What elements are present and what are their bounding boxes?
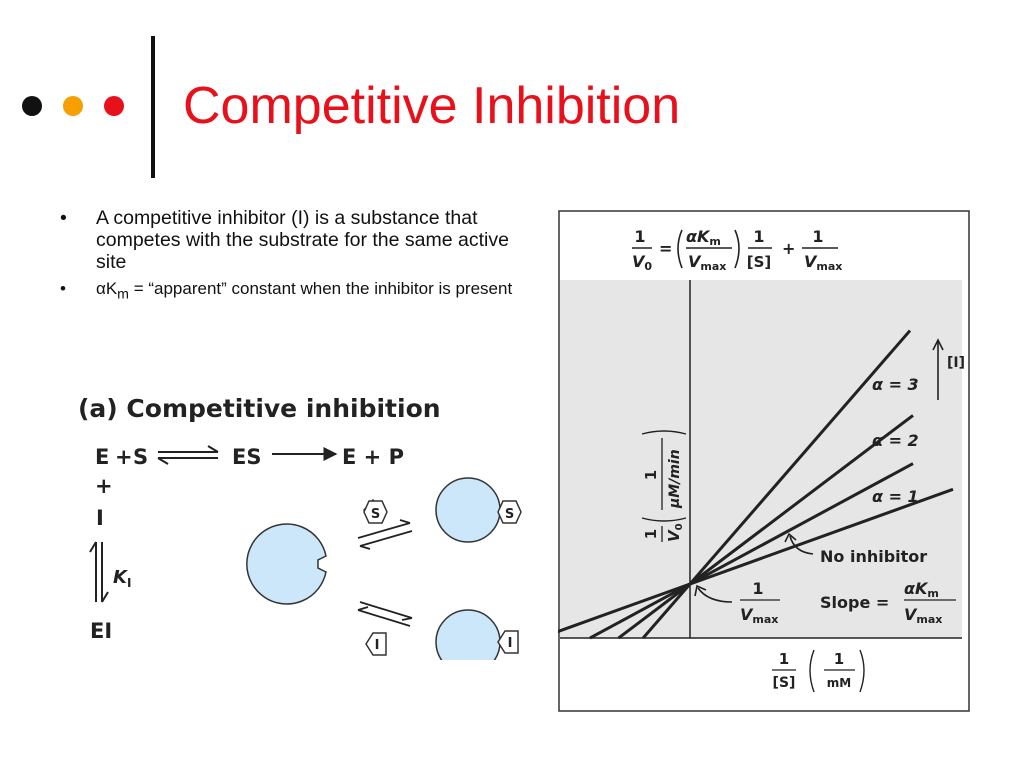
- svg-text:V0: V0: [665, 523, 685, 542]
- svg-text:1: 1: [779, 650, 789, 668]
- inhibitor-token-icon: I: [365, 632, 387, 656]
- bullet-subscript: m: [117, 286, 129, 303]
- red-dot-icon: [104, 96, 124, 116]
- enzyme-inhibitor-icon: [435, 609, 501, 660]
- svg-text:V0: V0: [632, 252, 652, 273]
- eq-plus-inhibitor: +: [95, 474, 113, 498]
- inhibitor-conc-label: [I]: [947, 355, 965, 371]
- x-axis-label: 1 [S] 1 mM: [772, 649, 865, 693]
- y-axis-label: 1 V0 1 μM/min: [641, 430, 687, 542]
- bullet-item: • αKm = “apparent” constant when the inh…: [60, 279, 520, 304]
- eq-plus: +: [115, 445, 133, 469]
- slope-label: Slope =: [820, 593, 889, 612]
- eq-es-complex: ES: [232, 445, 261, 469]
- lineweaver-burk-equation: 1 V0 = αKm Vmax 1 [S] + 1 Vmax: [632, 227, 842, 273]
- svg-text:I: I: [375, 638, 380, 653]
- svg-text:Vmax: Vmax: [740, 605, 778, 626]
- svg-text:αKm: αKm: [904, 579, 939, 600]
- bullet-list: • A competitive inhibitor (I) is a subst…: [60, 207, 520, 310]
- series-line-alpha-1: [589, 462, 914, 640]
- black-dot-icon: [22, 96, 42, 116]
- ki-label: KI: [113, 567, 131, 590]
- intercept-label: 1 Vmax: [740, 579, 780, 626]
- slide-title: Competitive Inhibition: [183, 77, 681, 135]
- bullet-text: = “apparent” constant when the inhibitor…: [128, 279, 513, 298]
- series-line-alpha-3: [641, 329, 912, 639]
- binding-arrows-inhibitor: [357, 601, 413, 627]
- svg-text:Vmax: Vmax: [688, 252, 726, 273]
- plot-area: [560, 280, 962, 638]
- eq-products: E + P: [342, 445, 404, 469]
- lineweaver-burk-plot: 1 V0 = αKm Vmax 1 [S] + 1 Vmax 1 V0 1 μM…: [558, 210, 970, 712]
- svg-text:1: 1: [634, 227, 645, 246]
- svg-text:1: 1: [753, 227, 764, 246]
- series-line-alpha-2: [617, 414, 914, 640]
- enzyme-substrate-icon: [435, 477, 501, 543]
- svg-text:1: 1: [834, 650, 844, 668]
- series-labels: α = 3 α = 2 α = 1 No inhibitor Slope = […: [820, 355, 965, 612]
- svg-text:μM/min: μM/min: [667, 449, 683, 509]
- orange-dot-icon: [63, 96, 83, 116]
- eq-inhibitor: I: [96, 506, 104, 530]
- bullet-prefix: αK: [96, 279, 118, 298]
- svg-text:mM: mM: [827, 676, 851, 690]
- intercept-pointer-icon: [697, 587, 733, 603]
- alpha-2-label: α = 2: [872, 431, 919, 450]
- enzyme-icon: [246, 523, 327, 605]
- bullet-marker: •: [60, 207, 67, 229]
- bound-inhibitor-icon: I: [497, 630, 519, 654]
- eq-ei-complex: EI: [90, 619, 112, 643]
- competitive-inhibition-diagram: E + S ES E + P + I EI KI S S: [89, 445, 522, 660]
- no-inhibitor-pointer-icon: [789, 535, 814, 555]
- svg-text:Vmax: Vmax: [904, 605, 942, 626]
- bullet-text: A competitive inhibitor (I) is a substan…: [96, 207, 509, 273]
- svg-text:1: 1: [642, 529, 660, 539]
- panel-a-title: (a) Competitive inhibition: [78, 394, 441, 423]
- title-divider: [151, 36, 155, 178]
- eq-enzyme: E: [95, 445, 109, 469]
- svg-text:[S]: [S]: [747, 253, 772, 271]
- bound-substrate-icon: S: [497, 500, 522, 524]
- equilibrium-arrows: [157, 445, 219, 465]
- svg-text:1: 1: [642, 470, 660, 480]
- alpha-1-label: α = 1: [872, 487, 919, 506]
- slope-fraction: αKm Vmax: [904, 579, 956, 626]
- svg-text:[S]: [S]: [773, 675, 796, 691]
- svg-text:S: S: [371, 507, 380, 522]
- svg-text:1: 1: [812, 227, 823, 246]
- svg-text:I: I: [508, 636, 513, 651]
- alpha-3-label: α = 3: [872, 375, 919, 394]
- bullet-marker: •: [60, 279, 66, 298]
- svg-text:+: +: [782, 239, 795, 258]
- series-lines: [558, 329, 954, 640]
- svg-text:S: S: [505, 507, 514, 522]
- binding-arrows-substrate: [357, 519, 413, 550]
- svg-text:αKm: αKm: [686, 227, 721, 248]
- no-inhibitor-label: No inhibitor: [820, 547, 927, 566]
- inhibitor-increase-arrow-icon: [932, 338, 944, 400]
- svg-text:=: =: [659, 239, 672, 258]
- bullet-item: • A competitive inhibitor (I) is a subst…: [60, 207, 520, 273]
- svg-text:1: 1: [752, 579, 763, 598]
- series-line-no-inhibitor: [558, 487, 954, 634]
- eq-substrate: S: [133, 445, 148, 469]
- svg-text:Vmax: Vmax: [804, 252, 842, 273]
- substrate-token-icon: S: [362, 498, 388, 524]
- vertical-equilibrium-arrows: [89, 541, 109, 603]
